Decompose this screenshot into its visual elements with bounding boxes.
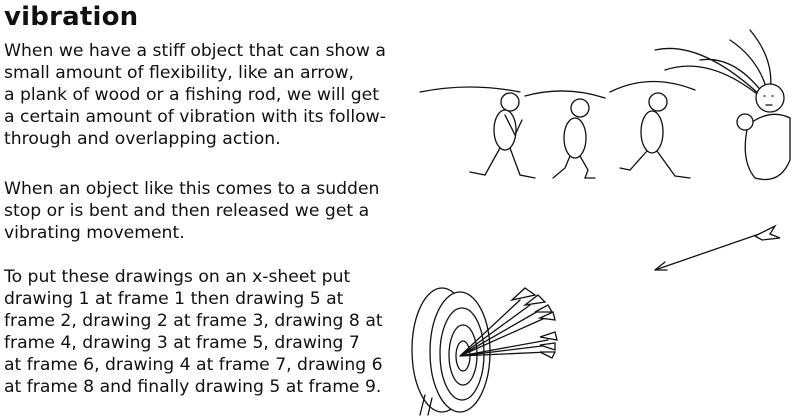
text-line: frame 2, drawing 2 at frame 3, drawing 8… [4, 311, 383, 331]
text-line: through and overlapping action. [4, 129, 281, 149]
text-line: stop or is bent and then released we get… [4, 201, 370, 221]
text-line: a plank of wood or a fishing rod, we wil… [4, 85, 379, 105]
walking-figure-3-illustration [609, 80, 696, 179]
paragraph-sudden-stop: When an object like this comes to a sudd… [4, 178, 379, 244]
text-line: frame 4, drawing 3 at frame 5, drawing 7 [4, 333, 360, 353]
paragraph-xsheet: To put these drawings on an x-sheet put … [4, 266, 383, 398]
flying-arrow-illustration [654, 224, 781, 271]
text-line: small amount of flexibility, like an arr… [4, 63, 355, 83]
text-line: at frame 6, drawing 4 at frame 7, drawin… [4, 355, 383, 375]
text-line: drawing 1 at frame 1 then drawing 5 at [4, 289, 344, 309]
walking-figure-2-illustration [524, 90, 606, 179]
vibrating-rod-figure-illustration [654, 29, 791, 181]
text-line: To put these drawings on an x-sheet put [4, 267, 351, 287]
text-line: at frame 8 and finally drawing 5 at fram… [4, 377, 382, 397]
target-with-arrows-illustration [411, 287, 558, 416]
text-line: When we have a stiff object that can sho… [4, 41, 386, 61]
paragraph-intro: When we have a stiff object that can sho… [4, 40, 386, 150]
walking-figure-1-illustration [419, 86, 536, 179]
text-line: vibrating movement. [4, 223, 185, 243]
text-line: When an object like this comes to a sudd… [4, 179, 380, 199]
page-heading: vibration [4, 2, 139, 32]
text-line: a certain amount of vibration with its f… [4, 107, 386, 127]
